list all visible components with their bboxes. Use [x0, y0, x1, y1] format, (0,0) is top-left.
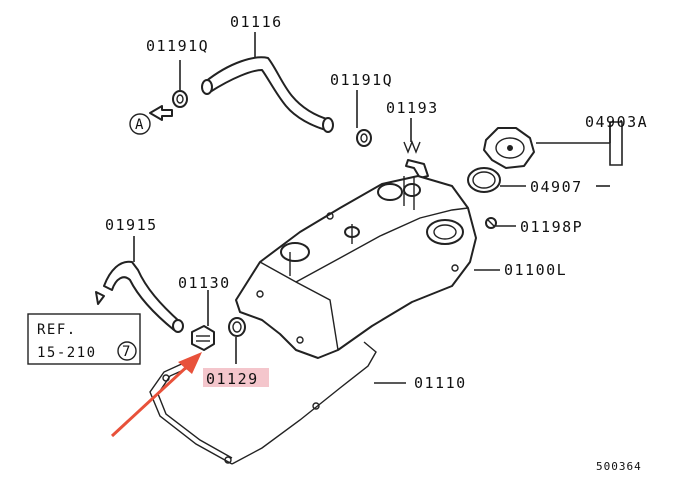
clamp-01191q-right[interactable]: [356, 129, 372, 147]
label-04903a: 04903A: [585, 113, 648, 131]
ref-circle: [117, 341, 137, 361]
label-01116: 01116: [230, 13, 283, 31]
label-01129: 01129: [206, 370, 259, 388]
hose-end-arrow: [95, 291, 105, 305]
ref-line2: 15-210: [37, 345, 97, 361]
arrow-a-marker: [129, 105, 173, 135]
ref-line1: REF.: [37, 322, 77, 338]
fitting-01193[interactable]: [403, 140, 429, 179]
label-01191q-right: 01191Q: [330, 71, 393, 89]
label-01191q-left: 01191Q: [146, 37, 209, 55]
label-01110: 01110: [414, 374, 467, 392]
rocker-cover-gasket-01110[interactable]: [149, 341, 377, 465]
drawing-number: 500364: [596, 460, 642, 473]
label-01193: 01193: [386, 99, 439, 117]
pcv-valve-01130[interactable]: [191, 325, 215, 351]
hose-01915[interactable]: [103, 260, 184, 333]
oil-filler-cap-04903a[interactable]: [483, 127, 535, 169]
rocker-cover-01100l[interactable]: [235, 175, 477, 359]
cap-gasket-04907[interactable]: [467, 167, 501, 193]
arrow-a-label: A: [135, 117, 145, 133]
pointer-arrow: [110, 352, 202, 438]
label-01198p: 01198P: [520, 218, 583, 236]
ref-circle-number: 7: [122, 344, 132, 360]
label-01915: 01915: [105, 216, 158, 234]
bolt-01198p[interactable]: [485, 217, 497, 229]
hose-01116[interactable]: [201, 56, 334, 133]
label-01100l: 01100L: [504, 261, 567, 279]
label-01130: 01130: [178, 274, 231, 292]
reference-box: [27, 313, 141, 365]
label-04907: 04907: [530, 178, 583, 196]
highlight-box-01129: [203, 368, 269, 387]
clamp-01191q-left[interactable]: [172, 90, 188, 108]
grommet-01129[interactable]: [228, 317, 246, 337]
